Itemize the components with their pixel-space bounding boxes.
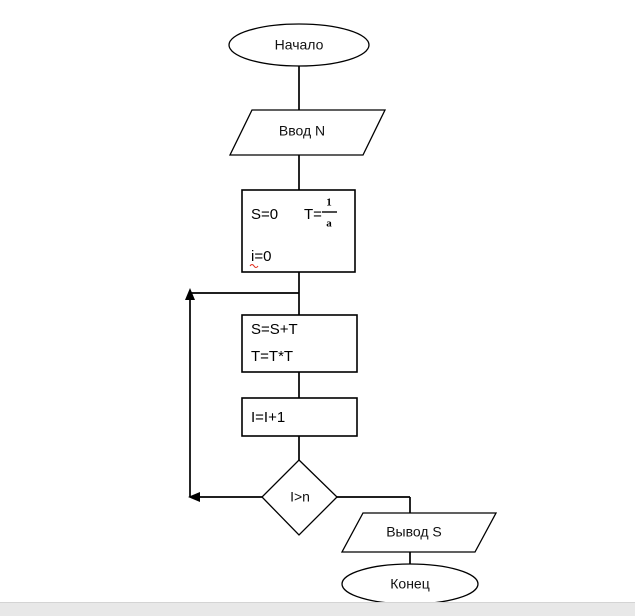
spellcheck-squiggle-icon bbox=[249, 263, 259, 269]
body-line-sum: S=S+T bbox=[251, 321, 298, 338]
node-increment[interactable]: I=I+1 bbox=[241, 397, 358, 437]
page-footer-strip bbox=[0, 602, 635, 616]
init-fraction: 1 a bbox=[322, 197, 337, 230]
input-parallelogram-shape bbox=[228, 109, 387, 156]
arrowhead-loopback-up bbox=[185, 288, 195, 300]
fraction-numerator: 1 bbox=[326, 197, 332, 209]
node-start[interactable]: Начало bbox=[228, 23, 370, 67]
increment-rect-shape bbox=[241, 397, 358, 437]
init-assign-s: S=0 bbox=[251, 206, 278, 223]
node-input[interactable]: Ввод N bbox=[228, 109, 387, 156]
init-assign-i: i=0 bbox=[251, 248, 271, 265]
output-parallelogram-shape bbox=[340, 512, 498, 553]
connector-decision-true-to-output bbox=[337, 496, 411, 513]
node-output[interactable]: Вывод S bbox=[340, 512, 498, 553]
increment-line: I=I+1 bbox=[251, 409, 285, 426]
connector-decision-false-loopback bbox=[185, 288, 299, 502]
body-line-term: T=T*T bbox=[251, 348, 293, 365]
fraction-denominator: a bbox=[326, 218, 332, 230]
arrowhead-loopback-left bbox=[188, 492, 200, 502]
node-init[interactable]: S=0 T= 1 a i=0 bbox=[241, 189, 356, 273]
start-label: Начало bbox=[275, 37, 324, 53]
node-end[interactable]: Конец bbox=[341, 563, 479, 605]
node-decision[interactable]: I>n bbox=[261, 459, 338, 536]
body-rect-shape bbox=[241, 314, 358, 373]
decision-label: I>n bbox=[290, 489, 310, 505]
input-label: Ввод N bbox=[279, 123, 325, 139]
init-assign-t-prefix: T= bbox=[304, 206, 322, 223]
decision-diamond-shape bbox=[261, 459, 338, 536]
node-body[interactable]: S=S+T T=T*T bbox=[241, 314, 358, 373]
init-rect-shape bbox=[241, 189, 356, 273]
start-ellipse-shape bbox=[228, 23, 370, 67]
end-label: Конец bbox=[390, 576, 429, 592]
output-label: Вывод S bbox=[386, 524, 442, 540]
